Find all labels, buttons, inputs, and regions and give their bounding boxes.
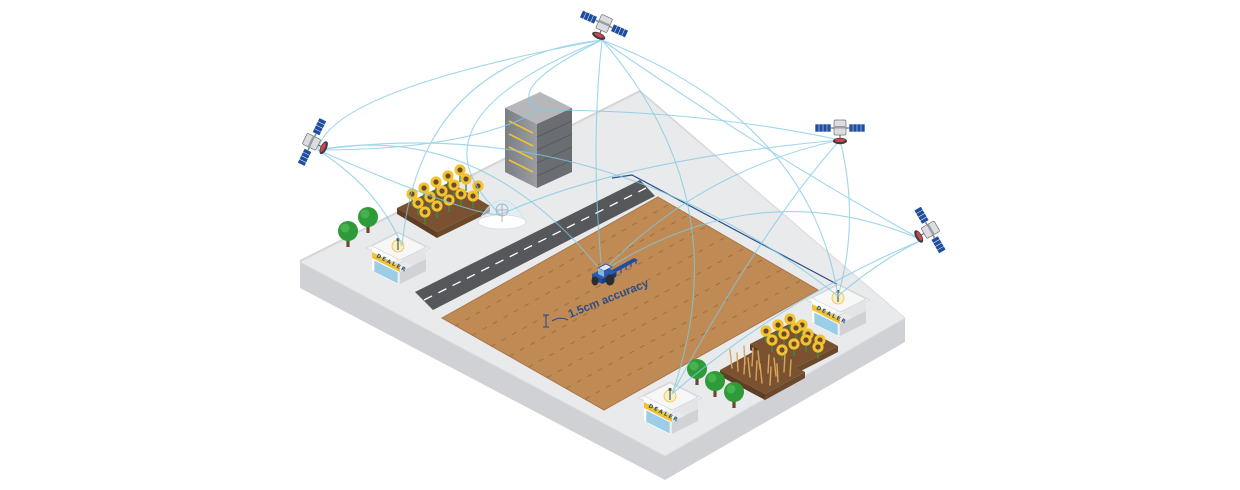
- server-rack-icon: [505, 92, 573, 188]
- dealer-shop-east: DEALER: [805, 283, 871, 337]
- antenna-dome: [477, 199, 527, 230]
- satellite-icon-far-east: [902, 203, 950, 261]
- satellite-icon-east: [814, 119, 866, 145]
- tractor-icon: [591, 258, 638, 286]
- satellite-icon-west: [293, 115, 339, 173]
- dealer-shop-south: DEALER: [637, 381, 703, 435]
- dealer-shop-west: DEALER: [365, 231, 431, 285]
- satellite-signal-arcs: [317, 39, 923, 395]
- crop-field: [440, 196, 820, 411]
- road: [415, 180, 655, 310]
- sunflower-bed-northwest: [397, 163, 490, 238]
- wheat-bed: [720, 345, 805, 400]
